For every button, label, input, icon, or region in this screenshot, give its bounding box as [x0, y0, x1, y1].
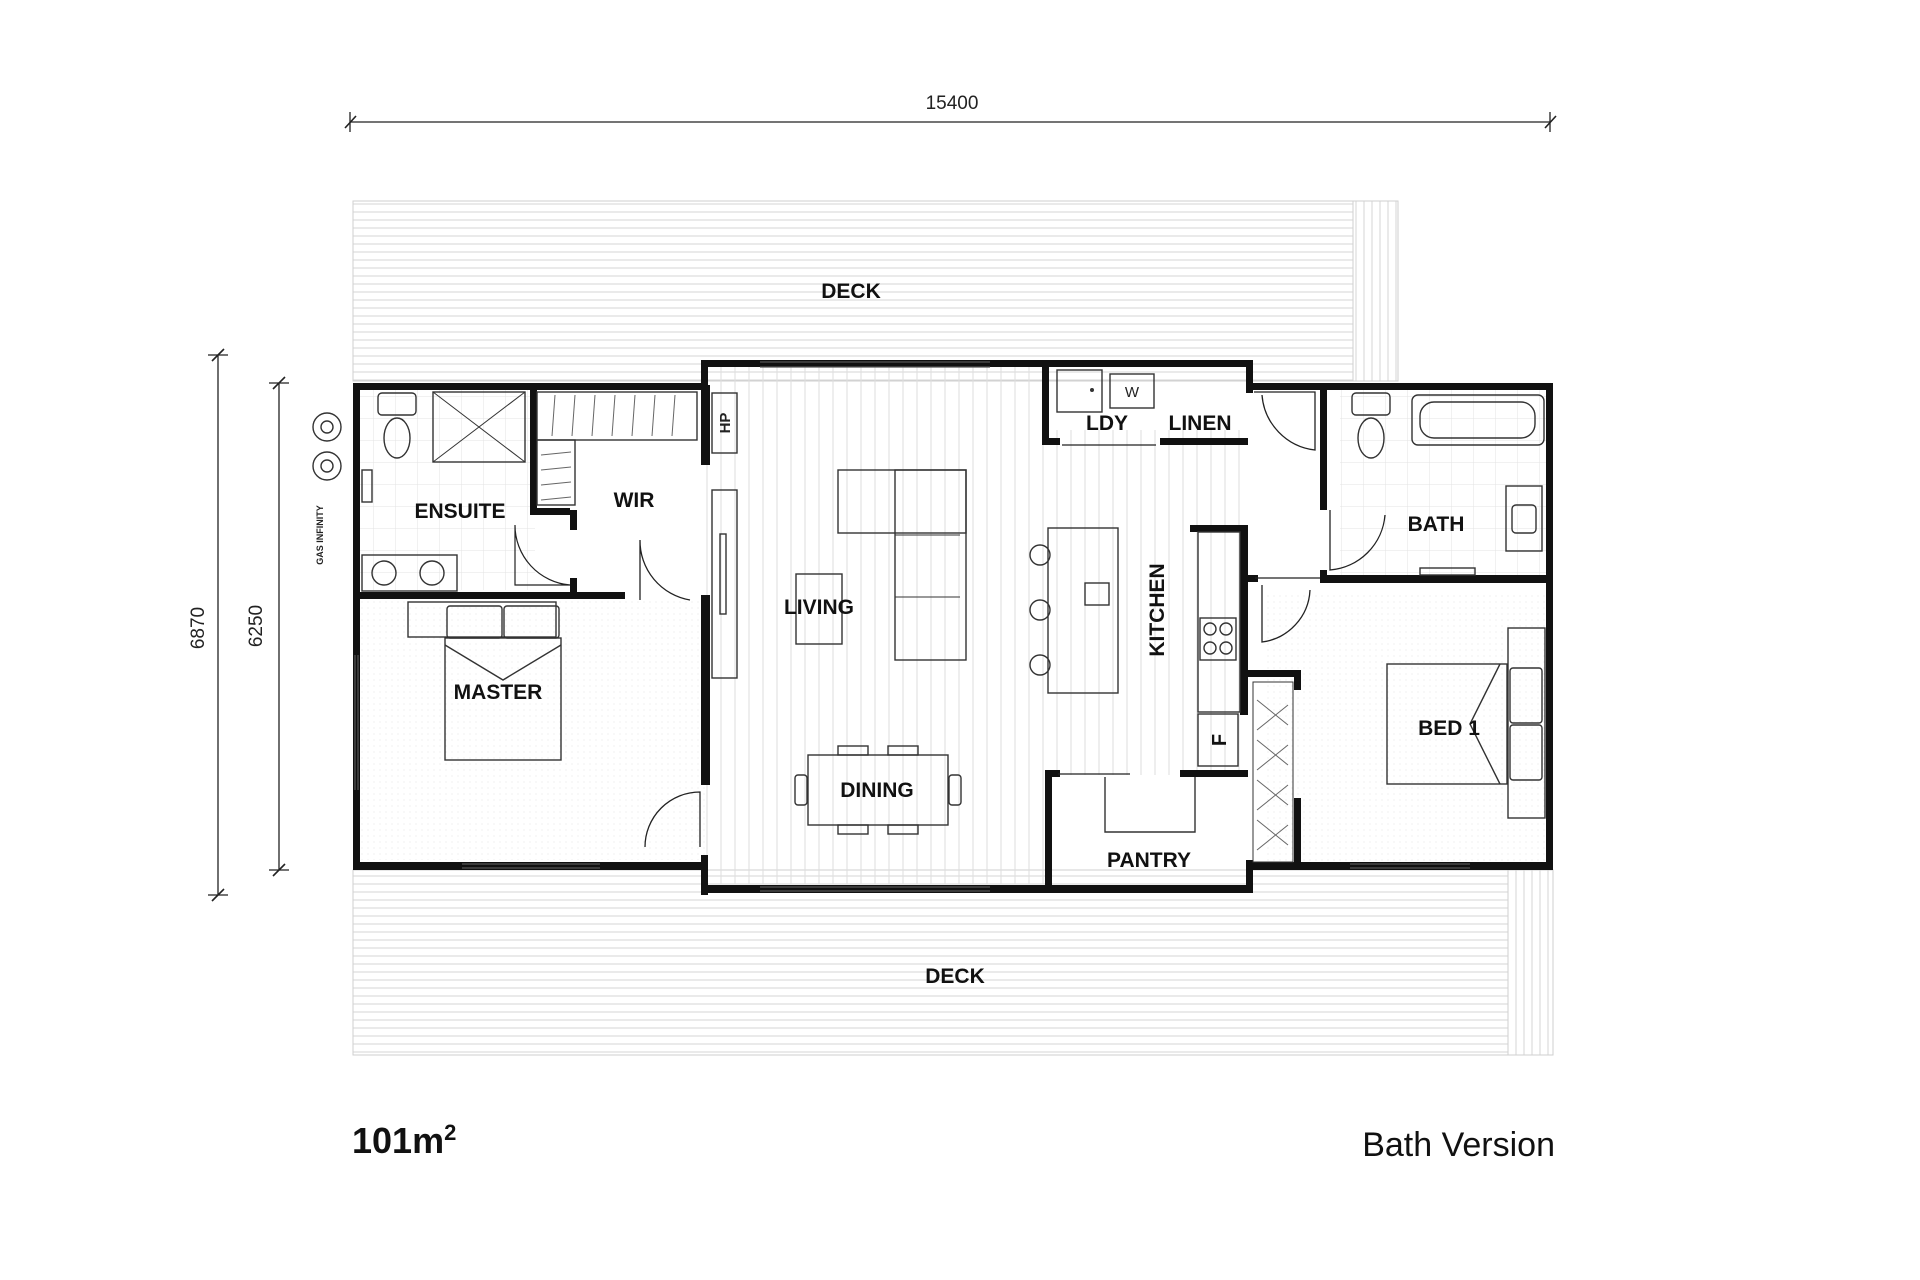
living-floor: [705, 362, 1051, 884]
heat-pump-icon: [711, 392, 738, 454]
floor-area: 101m2: [352, 1120, 456, 1162]
room-label-wir: WIR: [614, 489, 655, 512]
room-label-ensuite: ENSUITE: [414, 500, 505, 523]
laundry-tub-icon: [1056, 369, 1103, 413]
kitchen-bench: [1197, 531, 1241, 713]
deck-top-label: DECK: [821, 280, 881, 303]
windows: [354, 361, 1470, 892]
floor-area-value: 101m: [352, 1120, 445, 1161]
room-label-bath: BATH: [1408, 513, 1465, 536]
vanity-icon: [361, 554, 458, 592]
wir-shelving: [536, 391, 698, 506]
fridge-label: F: [1209, 734, 1231, 746]
deck-top: DECK: [352, 200, 1399, 382]
kitchen-island-icon: [1047, 527, 1119, 694]
heat-pump-label: HP: [717, 413, 734, 434]
floor-area-unit-exponent: 2: [444, 1120, 457, 1145]
bed1-furniture: [1252, 627, 1546, 863]
width-dimension-label: 15400: [926, 93, 979, 114]
gas-infinity-label: GAS INFINITY: [315, 505, 325, 565]
ensuite-fixtures: GAS INFINITY: [312, 391, 526, 592]
wardrobe-icon: [1252, 681, 1294, 863]
bed1-headboard: [1507, 627, 1546, 819]
bed1-bed-icon: [1386, 663, 1508, 785]
walls: [353, 360, 1553, 895]
room-label-bed1: BED 1: [1418, 717, 1480, 740]
stool-icon: [1029, 544, 1051, 566]
bath-toilet-cistern: [1351, 392, 1391, 416]
washer-label: W: [1125, 384, 1140, 401]
master-floor: [360, 600, 705, 860]
ensuite-floor: [360, 390, 535, 590]
bed1-floor: [1265, 592, 1548, 862]
stool-icon: [1029, 599, 1051, 621]
bath-vanity-icon: [1505, 485, 1543, 552]
bathtub-icon: [1411, 394, 1545, 446]
shower-icon: [432, 391, 526, 463]
bath-floor: [1340, 390, 1548, 580]
pantry-shelving: [1104, 777, 1196, 833]
cooktop-icon: [1199, 617, 1237, 661]
gas-bottle-icon: [312, 412, 342, 442]
gas-infinity-unit: [361, 469, 373, 503]
tv-unit-icon: [711, 489, 738, 679]
doors: [514, 391, 1386, 848]
washer-icon: [1109, 373, 1155, 409]
kitchen-fixtures: F: [1029, 527, 1241, 833]
coffee-table-icon: [795, 573, 843, 645]
ensuite-toilet-cistern: [377, 392, 417, 416]
stool-icon: [1029, 654, 1051, 676]
overall-depth-dimension: 6870: [188, 348, 228, 902]
width-dimension: 15400: [344, 93, 1557, 132]
ensuite-toilet-icon: [383, 417, 411, 459]
room-label-ldy: LDY: [1086, 412, 1128, 435]
room-label-kitchen: KITCHEN: [1146, 563, 1169, 656]
dining-table-icon: [794, 745, 962, 835]
deck-bottom: DECK: [352, 869, 1554, 1056]
house-depth-label: 6250: [246, 605, 267, 647]
room-label-master: MASTER: [454, 681, 543, 704]
room-label-linen: LINEN: [1169, 412, 1232, 435]
room-label-pantry: PANTRY: [1107, 849, 1191, 872]
gas-bottle-icon: [312, 451, 342, 481]
room-label-dining: DINING: [840, 779, 914, 802]
deck-bottom-label: DECK: [925, 965, 985, 988]
fridge-icon: [1197, 713, 1239, 767]
bath-toilet-icon: [1357, 417, 1385, 459]
living-furniture: HP: [711, 392, 967, 679]
sofa-icon: [894, 469, 967, 661]
laundry-fixtures: W: [1056, 369, 1155, 413]
overall-depth-label: 6870: [188, 607, 209, 649]
master-bed-icon: [407, 601, 562, 761]
room-label-living: LIVING: [784, 596, 854, 619]
bath-fixtures: [1351, 392, 1545, 576]
plan-version: Bath Version: [1362, 1126, 1555, 1164]
house-depth-dimension: 6250: [246, 376, 289, 877]
